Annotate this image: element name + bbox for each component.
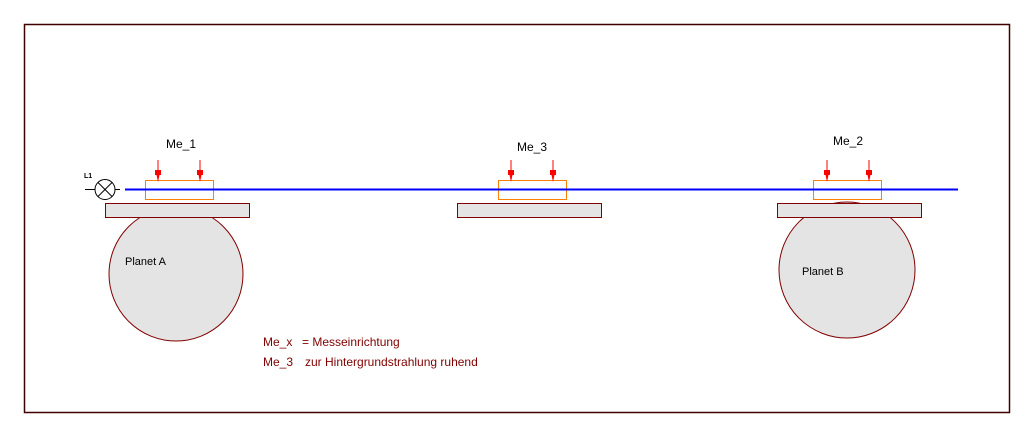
planet-a <box>108 206 244 342</box>
device-label-me1: Me_1 <box>166 137 196 151</box>
diagram-frame <box>23 23 1011 414</box>
platform-a <box>105 203 250 218</box>
arrow-down-icon <box>507 159 515 183</box>
planet-b <box>778 201 916 339</box>
planet-b-label: Planet B <box>802 266 844 278</box>
legend-key: Me_3 <box>263 355 293 369</box>
arrow-down-icon <box>865 159 873 183</box>
platform-b <box>777 203 922 218</box>
arrow-down-icon <box>154 159 162 183</box>
platform-middle <box>457 203 602 218</box>
arrow-down-icon <box>196 159 204 183</box>
legend-key: Me_x <box>263 335 292 349</box>
planet-a-label: Planet A <box>125 256 167 268</box>
device-label-me3: Me_3 <box>517 140 547 154</box>
lamp-icon <box>85 179 120 200</box>
device-label-me2: Me_2 <box>833 134 863 148</box>
legend: Me_x = Messeinrichtung Me_3 zur Hintergr… <box>263 335 478 369</box>
legend-text: zur Hintergrundstrahlung ruhend <box>305 355 478 369</box>
arrow-down-icon <box>823 159 831 183</box>
lamp-label: L1 <box>84 173 92 180</box>
arrow-down-icon <box>549 159 557 183</box>
legend-text: = Messeinrichtung <box>302 335 400 349</box>
